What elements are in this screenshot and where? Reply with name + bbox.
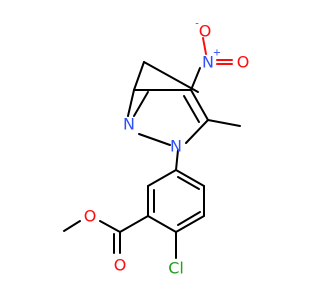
atom-o-carbonyl: O <box>114 256 127 275</box>
bond-ring-carbonyl <box>119 215 149 233</box>
bond-ring-1 <box>147 169 177 187</box>
molecule-diagram: N N N + O - O O O Cl <box>63 19 250 278</box>
atom-o-nitro-2: O <box>237 53 250 72</box>
bond-c3-methyl <box>133 61 145 91</box>
bond-c5-methyl <box>207 119 241 127</box>
bond-ring-4-double <box>177 211 201 226</box>
bond-ring-3 <box>147 215 177 233</box>
bond-methyl-c3 <box>143 61 199 93</box>
bond-c3-n2-double <box>133 91 149 117</box>
bond-n-o1 <box>202 37 207 55</box>
bond-c4-c5 <box>190 89 209 121</box>
bond-ring-6-double <box>177 176 200 190</box>
structure-svg: N N N + O - O O O Cl <box>63 19 250 278</box>
atom-n1: N <box>170 137 182 156</box>
atom-n2: N <box>123 115 135 134</box>
atom-n-nitro: N <box>202 53 214 72</box>
atom-o-nitro-1: O <box>199 22 212 41</box>
bond-ring-6 <box>175 169 205 187</box>
bond-o-methyl <box>63 220 81 232</box>
charge-plus: + <box>213 48 221 59</box>
bond-ring-4 <box>175 215 205 233</box>
bond-n1-c1 <box>175 149 179 171</box>
bond-c5-n1 <box>185 119 209 144</box>
atom-cl: Cl <box>168 259 184 278</box>
bond-c4-nitro <box>190 67 201 91</box>
bond-n2-n1 <box>138 133 171 146</box>
atom-o-ester: O <box>84 207 97 226</box>
charge-minus: - <box>195 19 199 30</box>
bond-c-oester <box>99 220 121 233</box>
bond-c3-n2 <box>127 89 135 117</box>
bond-c4-c5-double <box>183 95 200 123</box>
